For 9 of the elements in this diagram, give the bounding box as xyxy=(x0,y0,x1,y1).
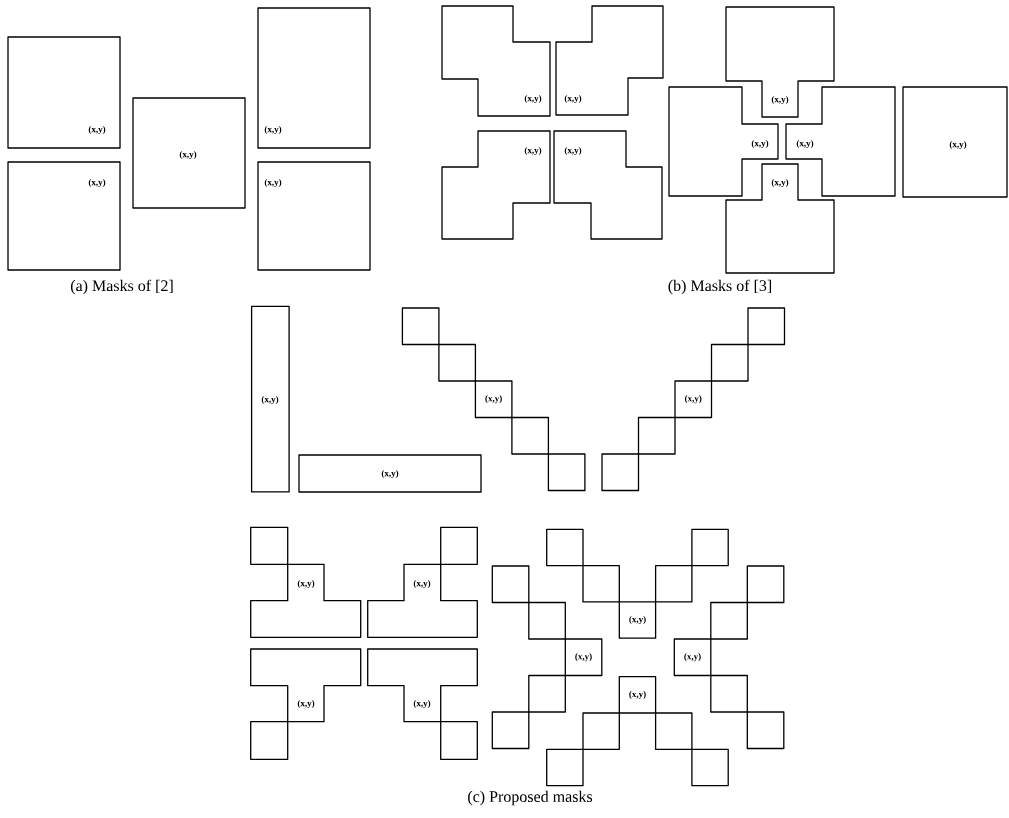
node-label: (x,y) xyxy=(684,653,701,662)
node-label: (x,y) xyxy=(575,653,592,662)
node-label: (x,y) xyxy=(629,690,646,699)
caption: (a) Masks of [2] xyxy=(70,279,173,295)
node-label: (x,y) xyxy=(684,395,702,404)
caption: (b) Masks of [3] xyxy=(668,279,771,295)
caption: (c) Proposed masks xyxy=(468,790,593,806)
node-label: (x,y) xyxy=(485,395,502,404)
node-label: (x,y) xyxy=(629,615,646,625)
